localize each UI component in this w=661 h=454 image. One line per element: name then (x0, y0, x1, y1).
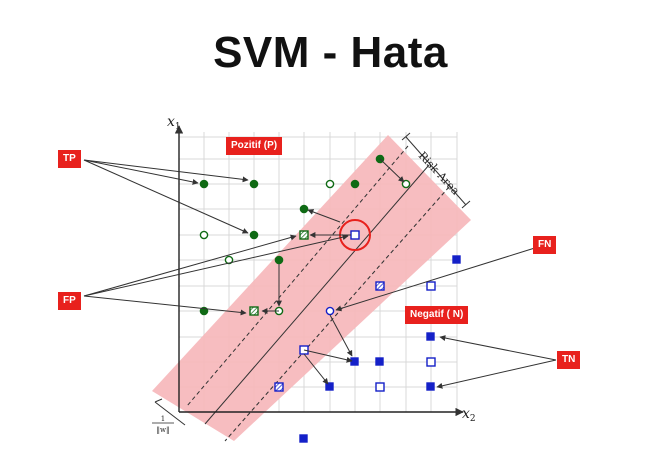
neg-point-hollow (426, 281, 436, 291)
fn-tag: FN (533, 236, 557, 254)
positive-points (199, 154, 411, 316)
neg-point-filled (426, 382, 435, 391)
pos-point-filled (299, 204, 309, 214)
pos-point-hollow (199, 230, 209, 240)
tn-tag: TN (557, 351, 581, 369)
neg-point-filled (350, 357, 359, 366)
neg-point-hatched (274, 382, 284, 392)
neg-point-filled (325, 382, 334, 391)
margin-fraction-denominator: ‖w‖ (157, 426, 170, 434)
negative-points (274, 230, 461, 443)
neg-point-filled (299, 434, 308, 443)
margin-fraction-numerator: 1 (161, 415, 165, 423)
margin-lines (186, 145, 450, 442)
negative-region-label: Negatif ( N) (405, 306, 469, 324)
neg-point-hollow-circle (325, 306, 335, 316)
callout-arrows (83, 159, 557, 389)
neg-point-filled (452, 255, 461, 264)
pos-point-filled (199, 179, 209, 189)
pos-point-hollow (224, 255, 234, 265)
risk-area-band (152, 135, 471, 441)
y-axis-label: x1 (167, 114, 181, 132)
neg-point-hollow (426, 357, 436, 367)
neg-point-hatched (375, 281, 385, 291)
margin-width-marker: 1 ‖w‖ (152, 398, 186, 434)
slide-title: SVM - Hata (213, 28, 448, 77)
point-shift-arrows (261, 158, 405, 385)
neg-point-filled (426, 332, 435, 341)
pos-point-filled (274, 255, 284, 265)
pos-point-filled (249, 179, 259, 189)
positive-region-label: Pozitif (P) (226, 137, 283, 155)
pos-point-filled (249, 230, 259, 240)
neg-point-hollow (375, 382, 385, 392)
fp-tag: FP (58, 292, 81, 310)
pos-point-hatched (249, 306, 259, 316)
pos-point-hatched (299, 230, 309, 240)
x-axis-label: x2 (462, 406, 476, 424)
pos-point-filled (350, 179, 360, 189)
neg-point-filled (375, 357, 384, 366)
tp-tag: TP (58, 150, 81, 168)
neg-point-hollow (350, 230, 360, 240)
pos-point-hollow (325, 179, 335, 189)
